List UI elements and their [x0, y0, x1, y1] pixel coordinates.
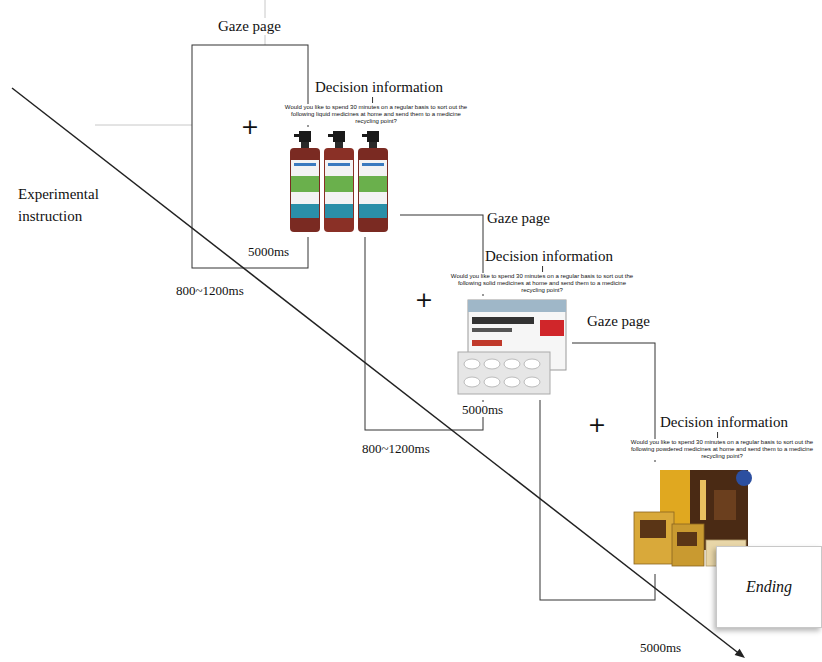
illustration-part [472, 340, 502, 346]
illustration-part [328, 163, 350, 166]
illustration-part [290, 131, 320, 232]
step-label: Decision information [660, 414, 788, 431]
illustration-part [359, 204, 387, 218]
pointer-tick [717, 432, 718, 438]
illustration-part [452, 296, 572, 400]
illustration-part [294, 163, 316, 166]
illustration-part [672, 524, 704, 566]
duration-label: 800~1200ms [176, 283, 244, 298]
decision-screen: Decision informationWould you like to sp… [448, 248, 636, 294]
illustration-part [700, 480, 706, 520]
question-text: Would you like to spend 30 minutes on a … [448, 273, 636, 294]
duration-label: 800~1200ms [362, 441, 430, 456]
illustration-part [472, 328, 512, 332]
illustration-part [301, 142, 309, 149]
illustration-part [458, 352, 550, 394]
illustration-part [540, 320, 564, 336]
illustration-part [359, 160, 387, 218]
duration-label: 5000ms [640, 640, 681, 655]
illustration-part [736, 470, 752, 486]
ending-label: Ending [746, 578, 792, 596]
illustration-part [359, 176, 387, 192]
ending-screen: Ending [716, 546, 822, 628]
illustration-part [367, 131, 379, 142]
illustration-part [294, 134, 300, 137]
pointer-tick [542, 266, 543, 272]
illustration-part [358, 148, 388, 232]
duration-label: 5000ms [248, 244, 289, 259]
step-label: Gaze page [218, 18, 281, 35]
illustration-part [640, 520, 666, 538]
timeline-arrow [12, 88, 745, 658]
step-label: Decision information [485, 248, 613, 265]
illustration-part [484, 377, 500, 387]
illustration-part [280, 127, 400, 237]
illustration-part [484, 359, 500, 369]
illustration-part [504, 359, 520, 369]
illustration-part [472, 317, 534, 324]
fixation-cross: + [415, 289, 433, 311]
illustration-part [324, 148, 354, 232]
gaze-screen: Gaze page+ [540, 343, 655, 600]
gaze-screen: Gaze page+ [192, 45, 308, 268]
solid-medicine-picture [452, 296, 572, 400]
illustration-part [362, 163, 384, 166]
illustration-part [328, 134, 334, 137]
illustration-part [362, 134, 368, 137]
illustration-part [12, 88, 741, 655]
step-label: Gaze page [587, 313, 650, 330]
step-label: Decision information [315, 79, 443, 96]
illustration-part [325, 204, 353, 218]
decision-screen: Decision informationWould you like to sp… [628, 414, 816, 460]
illustration-part [358, 131, 388, 232]
illustration-part [290, 148, 320, 232]
illustration-part [677, 532, 697, 546]
illustration-part [325, 176, 353, 192]
illustration-part [464, 377, 480, 387]
illustration-part [324, 131, 354, 232]
fixation-cross: + [588, 414, 606, 436]
illustration-part [335, 142, 343, 149]
illustration-part [464, 359, 480, 369]
illustration-part [291, 160, 319, 218]
illustration-part [524, 377, 540, 387]
duration-label: 5000ms [462, 402, 503, 417]
step-label: Gaze page [487, 210, 550, 227]
question-text: Would you like to spend 30 minutes on a … [628, 439, 816, 460]
illustration-part [524, 359, 540, 369]
illustration-part [735, 649, 745, 658]
fixation-cross: + [241, 116, 259, 138]
illustration-part [634, 512, 674, 564]
illustration-part [333, 131, 345, 142]
illustration-part [504, 377, 520, 387]
illustration-part [369, 142, 377, 149]
illustration-part [714, 490, 736, 520]
decision-screen: Decision informationWould you like to sp… [282, 79, 470, 125]
illustration-part [468, 300, 566, 312]
illustration-part [291, 204, 319, 218]
gaze-screen: Gaze page+ [365, 215, 483, 430]
question-text: Would you like to spend 30 minutes on a … [282, 104, 470, 125]
liquid-medicine-picture [280, 127, 400, 237]
illustration-part [291, 176, 319, 192]
illustration-part [299, 131, 311, 142]
pointer-tick [372, 97, 373, 103]
step-label: Experimental instruction [18, 183, 118, 227]
illustration-part [325, 160, 353, 218]
